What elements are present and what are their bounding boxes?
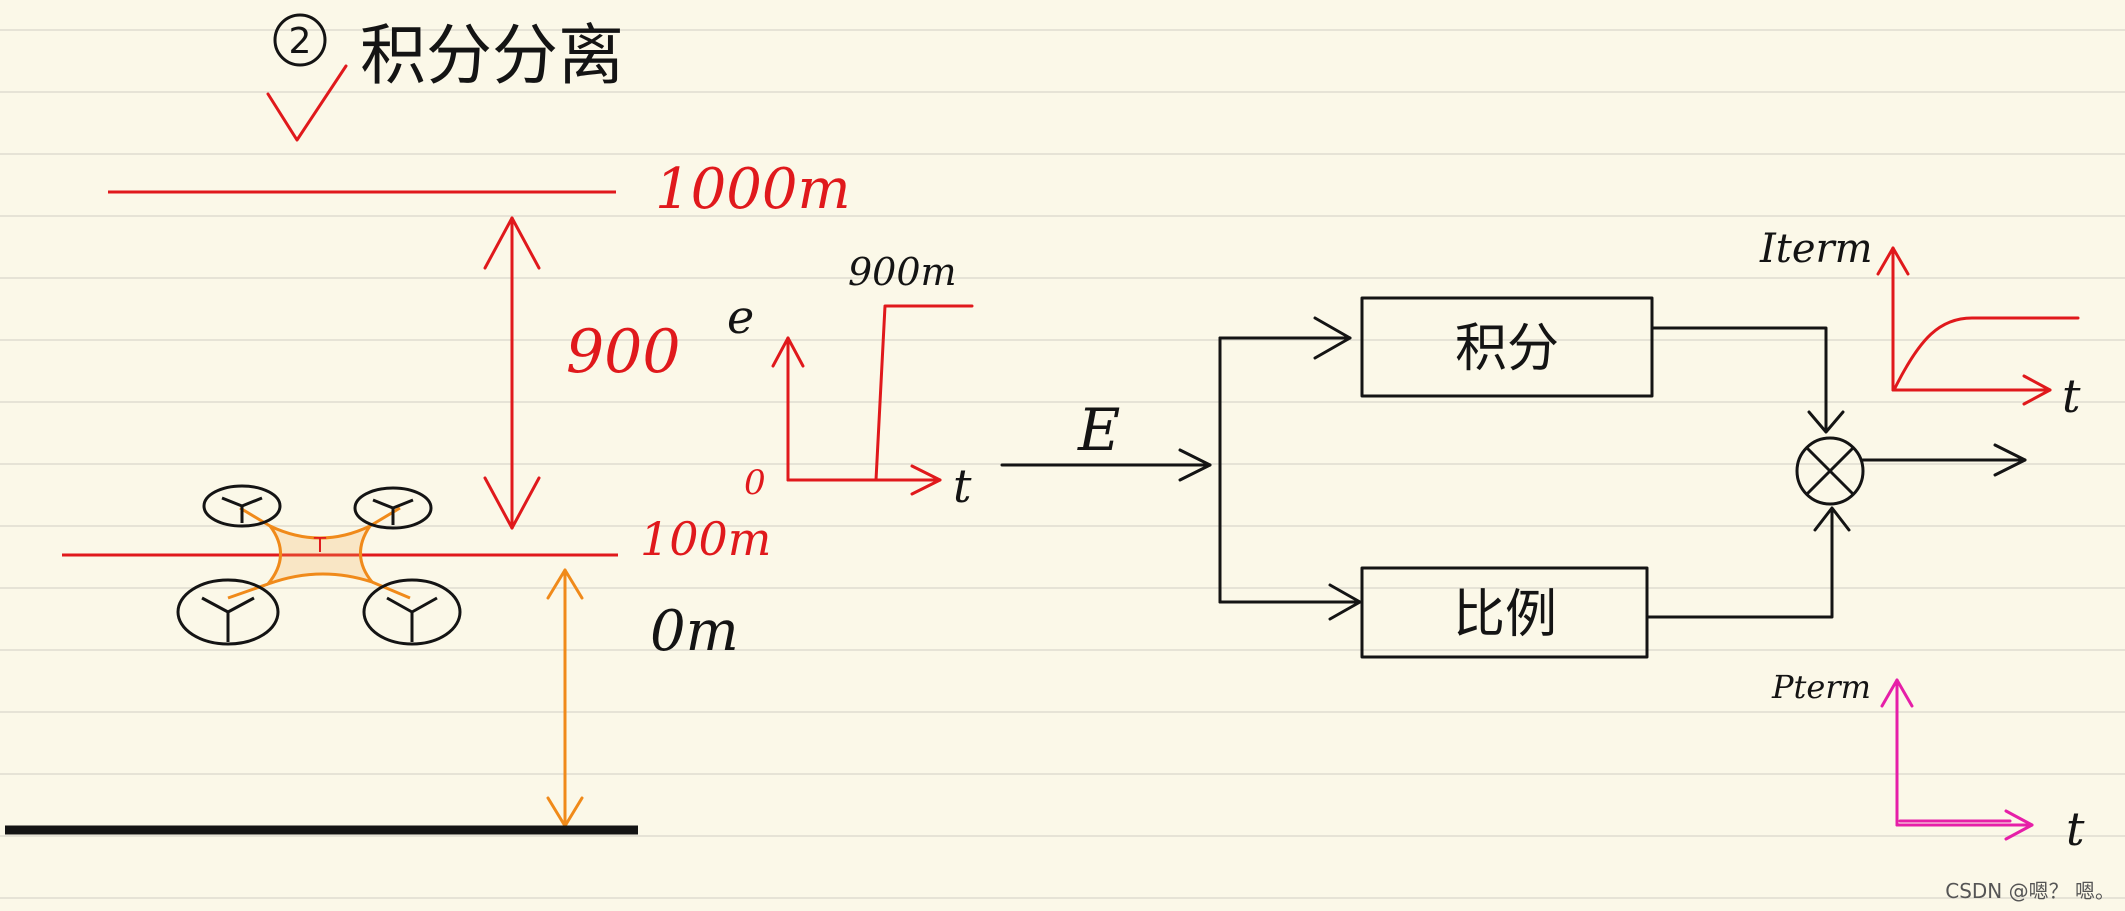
ruled-lines bbox=[0, 29, 2125, 899]
page-title: 积分分离 bbox=[360, 17, 624, 94]
circled-number-ring bbox=[273, 13, 327, 67]
watermark: CSDN @嗯？ 嗯。 bbox=[1945, 879, 2115, 903]
iterm-plot-x-label: t bbox=[2062, 369, 2081, 423]
gap-900-label: 900 bbox=[566, 317, 681, 387]
error-plot-step-label: 900m bbox=[848, 250, 957, 294]
gap-100-arrow bbox=[546, 568, 584, 828]
integral-block-label: 积分 bbox=[1455, 319, 1559, 379]
section-title: 2 积分分离 bbox=[273, 13, 624, 94]
sum-junction bbox=[1795, 436, 1865, 506]
altitude-100m-label: 100m bbox=[640, 512, 771, 566]
altitude-0m-label: 0m bbox=[650, 599, 739, 664]
gap-900-arrow bbox=[483, 216, 541, 530]
check-mark-icon bbox=[266, 64, 348, 142]
proportional-block-label: 比例 bbox=[1453, 585, 1557, 645]
input-label: E bbox=[1077, 396, 1120, 464]
error-plot-y-label: e bbox=[727, 290, 754, 344]
iterm-plot bbox=[1876, 246, 2080, 406]
integral-block bbox=[1360, 296, 1654, 398]
block-diagram bbox=[1000, 296, 2027, 659]
circled-number: 2 bbox=[289, 21, 312, 62]
pterm-plot bbox=[1880, 678, 2034, 841]
error-plot-x-label: t bbox=[953, 459, 972, 513]
error-step-plot bbox=[771, 304, 974, 496]
iterm-plot-y-label: Iterm bbox=[1759, 226, 1873, 272]
proportional-block bbox=[1360, 566, 1649, 659]
pterm-plot-y-label: Pterm bbox=[1771, 668, 1871, 706]
error-plot-origin-label: 0 bbox=[744, 463, 766, 503]
drone-icon: T bbox=[176, 484, 462, 646]
svg-text:T: T bbox=[313, 533, 327, 557]
pterm-plot-x-label: t bbox=[2066, 802, 2085, 856]
altitude-1000m-label: 1000m bbox=[655, 157, 851, 222]
